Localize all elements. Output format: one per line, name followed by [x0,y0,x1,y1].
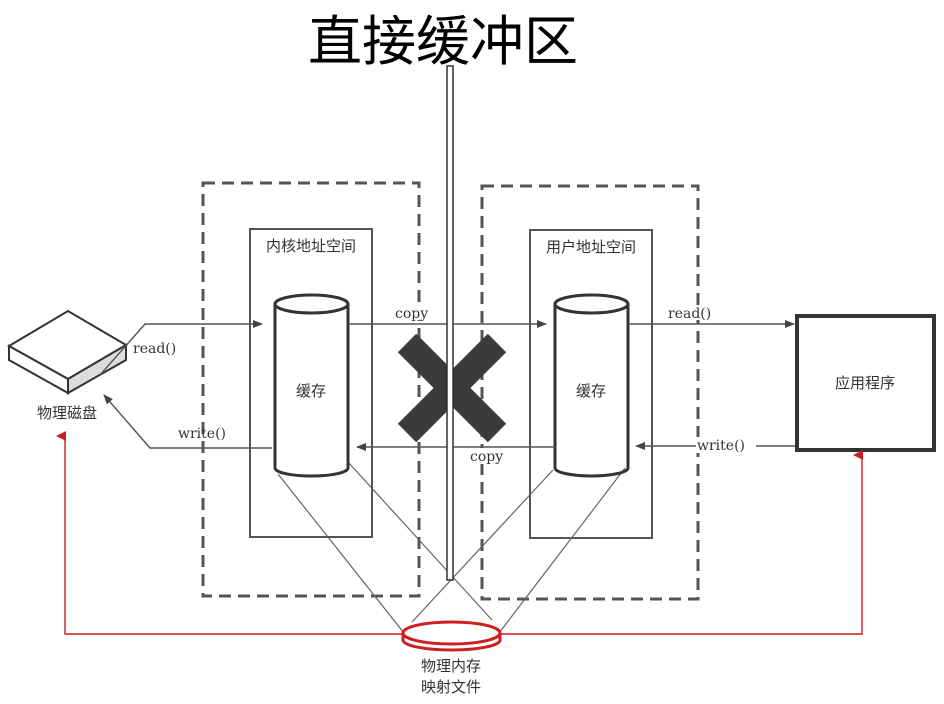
disk-right-face [67,343,127,395]
user-address-space-label: 用户地址空间 [546,238,636,256]
user-buffer-label: 缓存 [576,382,606,400]
central-separator-bar [446,65,454,581]
user-address-space-box [529,229,653,539]
kernel-dashed-boundary [201,181,421,598]
user-dashed-boundary [480,184,700,601]
copy-top-label: copy [395,306,428,322]
application-label: 应用程序 [835,374,895,392]
red-line-to-disk [56,431,403,635]
kernel-address-space-label: 内核地址空间 [266,237,356,255]
copy-bottom-label: copy [470,449,503,465]
mapped-file-label-line2: 映射文件 [421,678,481,696]
arrow-kernel-to-disk [103,394,272,449]
physical-disk-label: 物理磁盘 [37,404,97,422]
mapping-line [347,461,493,621]
physical-disk [6,309,128,395]
mapping-line [277,473,405,634]
mapping-line [411,469,554,623]
app-write-label: write() [697,438,745,454]
application-box [795,314,936,452]
arrow-disk-to-kernel [99,320,263,376]
kernel-address-space-box [249,228,373,538]
disk-write-label: write() [178,426,226,442]
mapping-line [498,467,626,634]
mapped-file-disc [401,620,502,652]
app-read-label: read() [668,306,711,322]
mapping-lines [277,461,626,634]
user-buffer-cylinder [553,293,630,478]
diagram-title: 直接缓冲区 [308,10,578,73]
mapped-file-label-line1: 物理内存 [421,657,481,675]
disk-read-label: read() [133,341,176,357]
kernel-buffer-cylinder [273,293,350,478]
kernel-buffer-label: 缓存 [296,382,326,400]
red-line-to-app [500,450,863,635]
